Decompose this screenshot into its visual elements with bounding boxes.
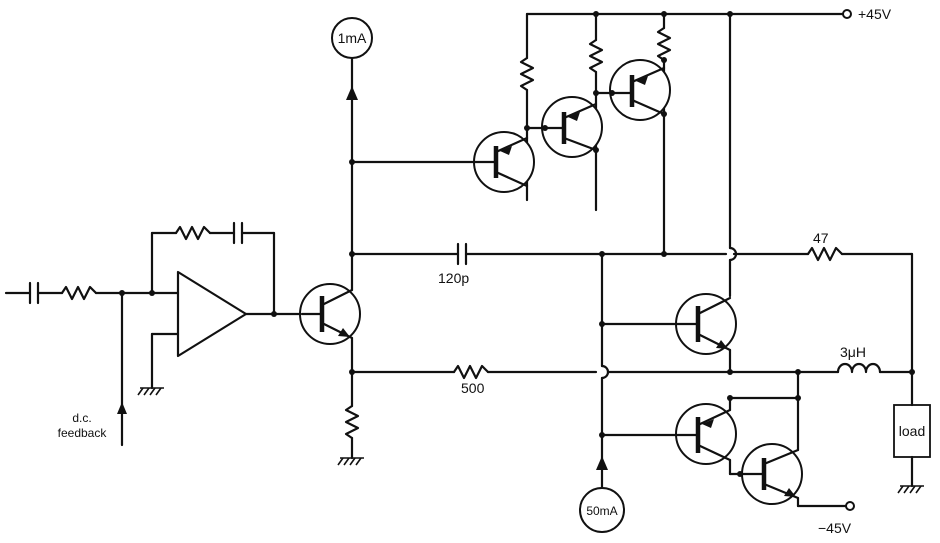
- current-source-50ma-label: 50mA: [586, 504, 617, 518]
- resistor-500-label: 500: [461, 380, 485, 396]
- transistor-q3: [594, 59, 671, 121]
- ground-symbol: [337, 457, 364, 466]
- q3-resistor: [656, 12, 672, 256]
- transistor-q6: −45V: [728, 370, 855, 536]
- ground-symbol: [897, 485, 924, 494]
- transistor-q1: [350, 131, 535, 193]
- current-source-50ma: 50mA: [579, 487, 625, 533]
- ground-symbol: [137, 387, 164, 396]
- feedback-label: d.c. feedback: [58, 411, 108, 440]
- transistor-q2: [525, 96, 603, 158]
- transistor-q5: [600, 395, 801, 465]
- load: load: [893, 370, 931, 488]
- opamp: [150, 270, 305, 390]
- current-source-1ma: 1mA: [331, 17, 373, 257]
- capacitor-120p-label: 120p: [438, 270, 469, 286]
- inductor-3uh: 3μH: [836, 344, 915, 375]
- transistor-q4: [600, 293, 737, 374]
- feedback-label-line1: d.c.: [72, 411, 91, 425]
- emitter-resistor: [344, 369, 360, 460]
- capacitor-120p: 120p: [350, 242, 728, 286]
- minus-supply-label: −45V: [818, 520, 852, 536]
- resistor-500: 500: [350, 364, 840, 396]
- resistor-47-label: 47: [813, 230, 829, 246]
- input-network: [4, 281, 180, 447]
- driver-transistor: [299, 252, 361, 374]
- plus-supply-label: +45V: [858, 6, 892, 22]
- feedback-label-line2: feedback: [58, 426, 108, 440]
- inductor-label: 3μH: [840, 344, 866, 360]
- opamp-feedback-network: [150, 221, 276, 316]
- bias-node-line: [596, 252, 610, 490]
- resistor-47: 47: [732, 230, 914, 374]
- current-source-1ma-label: 1mA: [338, 30, 367, 46]
- load-label: load: [899, 423, 925, 439]
- positive-supply-rail: +45V: [525, 6, 892, 22]
